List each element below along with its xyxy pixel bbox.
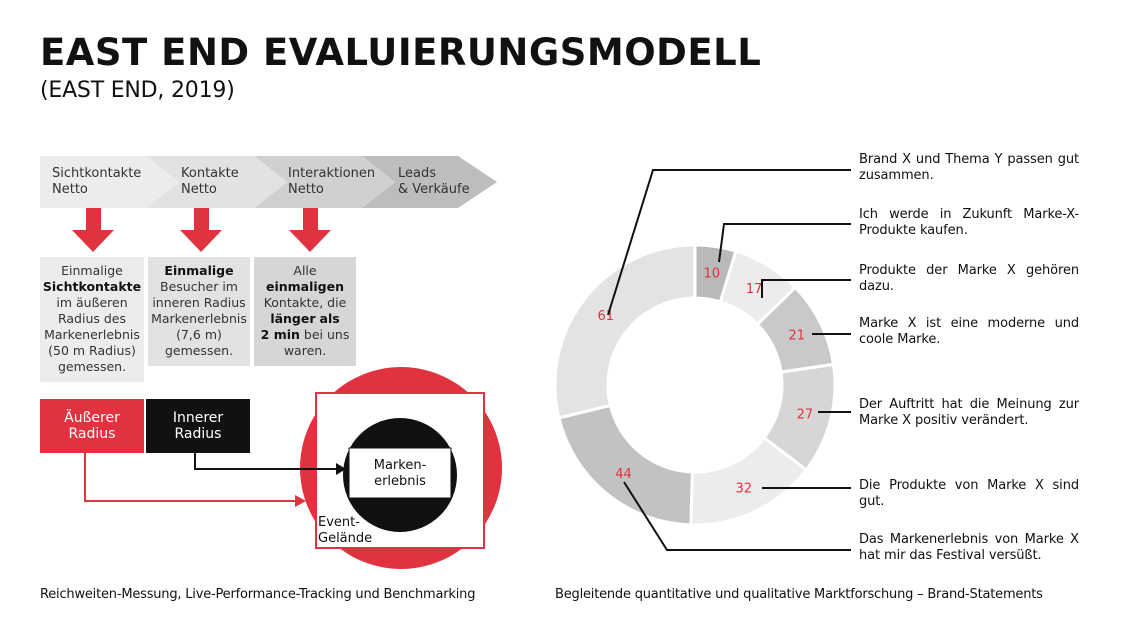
donut-slice-61 [553,243,697,420]
funnel-diagram [40,156,502,569]
donut-value-label: 32 [736,481,753,496]
outer-radius-connector [84,453,296,502]
leader-line-2 [718,223,851,263]
description-box-3: Alle einmaligen Kontakte, die länger als… [260,263,350,358]
statement-5: Der Auftritt hat die Meinung zur Marke X… [859,397,1079,428]
statement-1: Brand X und Thema Y passen gut zusammen. [859,152,1079,183]
brand-experience-label: Marken-erlebnis [373,458,427,489]
page-subtitle: (EAST END, 2019) [40,78,235,103]
description-box-3-bg [254,257,356,366]
description-box-1-bg [40,257,144,382]
chevron-step-1 [40,156,179,208]
donut-slice-44 [557,403,694,527]
donut-value-label: 10 [703,267,720,282]
arrow-down-icon [289,208,331,252]
funnel-step-4-label: Leads& Verkäufe [398,166,470,197]
description-box-2-bg [148,257,250,366]
description-box-1: Einmalige Sichtkontakte im äußeren Radiu… [42,263,142,374]
description-box-2: Einmalige Besucher im inneren Radius Mar… [151,263,247,358]
donut-value-label: 44 [615,467,632,482]
statement-4: Marke X ist eine moderne und coole Marke… [859,316,1079,347]
brand-experience-box [348,447,452,499]
arrow-down-icon [180,208,222,252]
leader-line-1 [607,169,851,316]
donut-chart: 10 17 21 27 32 44 61 [553,169,851,551]
arrow-right-icon [336,463,346,475]
outer-radius-box-bg [40,399,144,453]
chevron-step-4 [362,156,497,208]
leader-line-3 [761,279,851,298]
funnel-caption: Reichweiten-Messung, Live-Performance-Tr… [40,587,476,602]
statement-2: Ich werde in Zukunft Marke-X-Produkte ka… [859,207,1079,238]
donut-value-label: 21 [788,329,805,344]
inner-radius-box-bg [146,399,250,453]
leader-line-7 [623,481,851,551]
statement-3: Produkte der Marke X gehören dazu. [859,263,1079,294]
donut-value-label: 61 [598,309,615,324]
arrow-down-icon [72,208,114,252]
donut-value-label: 27 [797,407,814,422]
statement-7: Das Markenerlebnis von Marke X hat mir d… [859,532,1079,563]
donut-value-label: 17 [746,282,763,297]
arrow-right-icon [295,495,306,507]
chevron-step-3 [254,156,395,208]
chevron-step-2 [146,156,287,208]
page-title: EAST END EVALUIERUNGSMODELL [40,31,762,74]
statement-6: Die Produkte von Marke X sind gut. [859,478,1079,509]
event-area-label: Event-Gelände [318,515,373,546]
chart-caption: Begleitende quantitative und qualitative… [555,587,1043,602]
inner-radius-connector [194,453,338,470]
